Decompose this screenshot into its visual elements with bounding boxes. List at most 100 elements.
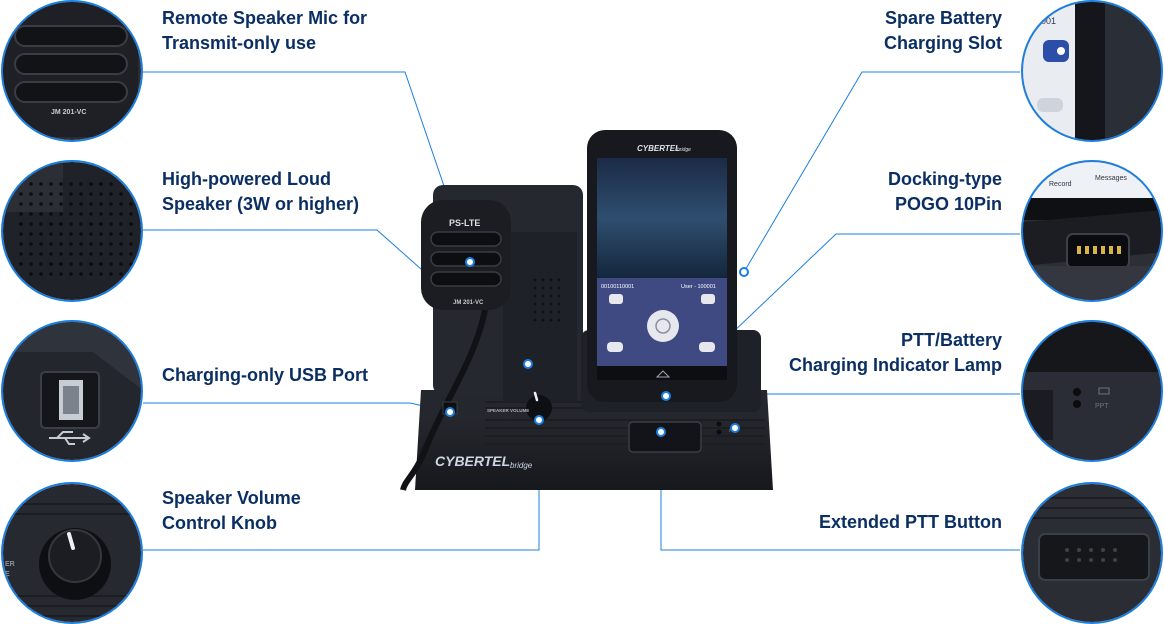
speaker-grille-hole: [109, 192, 113, 196]
speaker-grille-hole: [79, 182, 83, 186]
speaker-grille-hole: [49, 212, 53, 216]
speaker-grille-hole: [69, 182, 73, 186]
speaker-grille-hole: [99, 252, 103, 256]
label-remote-speaker-mic-line1: Remote Speaker Mic for: [162, 8, 368, 28]
speaker-grille-hole: [29, 272, 33, 276]
speaker-grille-hole: [79, 202, 83, 206]
speaker-grille-hole: [29, 232, 33, 236]
label-usb-port: Charging-only USB Port: [162, 363, 368, 388]
thumb-ptt-button: [1021, 482, 1163, 624]
label-loud-speaker: High-powered Loud Speaker (3W or higher): [162, 167, 359, 217]
speaker-grille-hole: [19, 222, 23, 226]
extended-ptt-button: [628, 421, 702, 453]
callout-dot-usb-port: [445, 407, 455, 417]
speaker-grille-hole: [129, 222, 133, 226]
speaker-grille-hole: [59, 252, 63, 256]
callout-dot-indicator-lamp: [730, 423, 740, 433]
mic-cable: [400, 309, 488, 491]
speaker-grille-hole: [29, 252, 33, 256]
thumb-battery-text: 001: [1041, 16, 1056, 26]
speaker-grille-hole: [79, 212, 83, 216]
speaker-grille-hole: [69, 272, 73, 276]
thumb-pogo: Record Messages: [1021, 160, 1163, 302]
thumb-spare-battery: 001: [1021, 0, 1163, 142]
callout-dot-volume-knob: [534, 415, 544, 425]
speaker-grille-hole: [69, 192, 73, 196]
speaker-grille-hole: [99, 222, 103, 226]
speaker-grille-hole: [29, 242, 33, 246]
speaker-grille-hole: [109, 252, 113, 256]
speaker-grille-hole: [119, 262, 123, 266]
label-pogo: Docking-type POGO 10Pin: [888, 167, 1002, 217]
speaker-grille-hole: [109, 242, 113, 246]
speaker-grille-hole: [69, 262, 73, 266]
line-spare-battery: [743, 71, 1020, 273]
speaker-grille-hole: [129, 212, 133, 216]
thumb-pogo-tab1: Record: [1049, 181, 1072, 188]
speaker-grille-hole: [49, 202, 53, 206]
label-pogo-line2: POGO 10Pin: [894, 194, 1002, 214]
label-pogo-line1: Docking-type: [887, 169, 1002, 189]
speaker-grille-hole: [49, 262, 53, 266]
phone-ptt-icon: [647, 310, 679, 342]
speaker-grille-hole: [119, 192, 123, 196]
label-remote-speaker-mic-line2: Transmit-only use: [162, 33, 317, 53]
speaker-grille-hole: [99, 182, 103, 186]
callout-dot-loud-speaker: [523, 359, 533, 369]
speaker-grille-hole: [39, 212, 43, 216]
speaker-grille-hole: [39, 222, 43, 226]
speaker-grille-hole: [109, 232, 113, 236]
speaker-grille-hole: [69, 232, 73, 236]
speaker-grille-hole: [69, 252, 73, 256]
thumb-volume-knob: ER E: [1, 482, 143, 624]
speaker-grille-hole: [39, 272, 43, 276]
thumb-mic-model: JM 201-VC: [51, 109, 86, 116]
speaker-grille-hole: [99, 202, 103, 206]
speaker-grille-hole: [39, 262, 43, 266]
speaker-grille-hole: [119, 242, 123, 246]
speaker-grille-hole: [109, 222, 113, 226]
speaker-grille-hole: [49, 252, 53, 256]
mic-brand-text: PS-LTE: [449, 218, 480, 228]
speaker-grille-hole: [119, 212, 123, 216]
label-remote-speaker-mic: Remote Speaker Mic for Transmit-only use: [162, 6, 367, 56]
speaker-grille-hole: [59, 272, 63, 276]
speaker-grille-hole: [119, 272, 123, 276]
speaker-grille-hole: [119, 232, 123, 236]
speaker-grille-hole: [129, 262, 133, 266]
speaker-grille-hole: [49, 222, 53, 226]
speaker-grille-hole: [29, 262, 33, 266]
phone-brand-text: CYBERTEL: [637, 144, 680, 153]
label-usb-port-line1: Charging-only USB Port: [162, 365, 368, 385]
svg-text:E: E: [5, 571, 10, 578]
speaker-grille-hole: [29, 202, 33, 206]
speaker-grille-hole: [19, 202, 23, 206]
speaker-grille-hole: [49, 182, 53, 186]
thumb-loud-speaker: [1, 160, 143, 302]
speaker-grille-hole: [119, 252, 123, 256]
speaker-grille-hole: [89, 232, 93, 236]
speaker-grille-hole: [39, 252, 43, 256]
speaker-grille-hole: [29, 222, 33, 226]
speaker-grille-hole: [99, 262, 103, 266]
speaker-grille-hole: [59, 182, 63, 186]
speaker-grille-hole: [129, 202, 133, 206]
phone-id-text: 00100110001: [601, 284, 634, 290]
callout-dot-pogo: [661, 391, 671, 401]
speaker-grille-hole: [99, 242, 103, 246]
speaker-grille-hole: [59, 192, 63, 196]
speaker-grille-hole: [89, 182, 93, 186]
speaker-grille-hole: [109, 182, 113, 186]
label-loud-speaker-line2: Speaker (3W or higher): [162, 194, 360, 214]
speaker-grille-hole: [109, 212, 113, 216]
speaker-grille-hole: [29, 192, 33, 196]
speaker-grille-hole: [59, 262, 63, 266]
speaker-grille-hole: [39, 192, 43, 196]
label-volume-knob-line2: Control Knob: [162, 513, 277, 533]
speaker-grille-hole: [129, 242, 133, 246]
thumb-usb-port: [1, 320, 143, 462]
speaker-grille-hole: [119, 222, 123, 226]
speaker-grille-hole: [39, 182, 43, 186]
speaker-grille-hole: [49, 272, 53, 276]
volume-knob: [526, 395, 552, 421]
